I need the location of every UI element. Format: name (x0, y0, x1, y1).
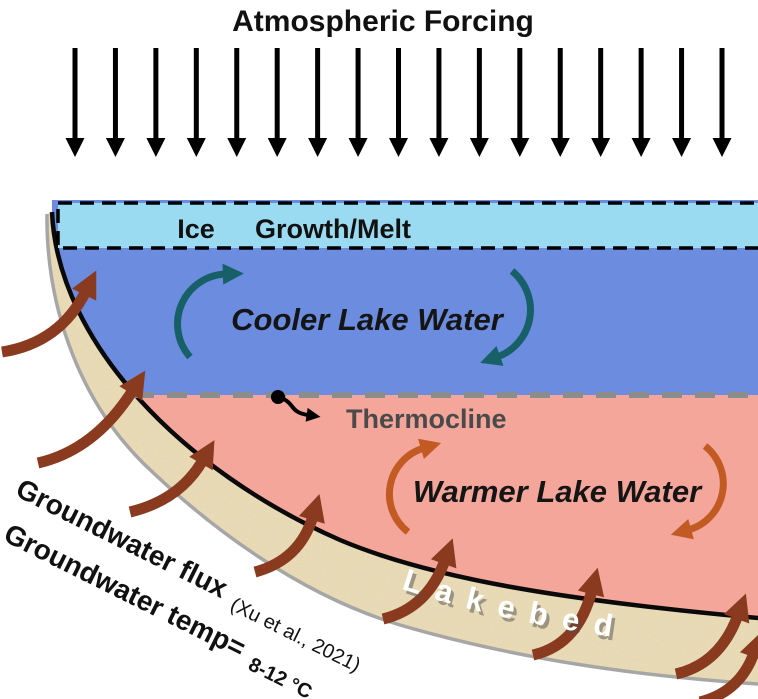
warm-circulation-arrow-left (385, 438, 442, 535)
lakebed-outer-edge (45, 213, 758, 686)
groundwater-arrow (381, 538, 457, 625)
groundwater-temp-value: 8-12 °C (245, 654, 316, 699)
warmer-water-label: Warmer Lake Water (413, 474, 703, 509)
ice-growth-label: Growth/Melt (255, 214, 411, 244)
lakebed-edges (45, 211, 758, 686)
groundwater-arrow (531, 567, 605, 661)
groundwater-arrow (1, 270, 97, 358)
thermocline-pointer-arrow (277, 395, 321, 422)
warm-circulation-arrow-right (670, 443, 727, 540)
groundwater-arrow (674, 593, 750, 680)
atmospheric-arrows (65, 48, 732, 158)
cooler-water-label: Cooler Lake Water (231, 302, 505, 337)
thermocline-label: Thermocline (346, 404, 507, 434)
groundwater-arrows (1, 270, 758, 699)
cool-circulation-arrow-right (480, 268, 534, 366)
cool-circulation-arrow-left (174, 263, 244, 360)
ice-layer (56, 201, 758, 250)
groundwater-arrow (698, 631, 758, 699)
groundwater-arrow (128, 440, 215, 518)
diagram-title: Atmospheric Forcing (232, 5, 534, 38)
groundwater-arrow (253, 493, 325, 578)
lakebed-inner-edge (49, 211, 758, 621)
ice-label: Ice (177, 214, 215, 244)
groundwater-arrow (36, 370, 146, 469)
